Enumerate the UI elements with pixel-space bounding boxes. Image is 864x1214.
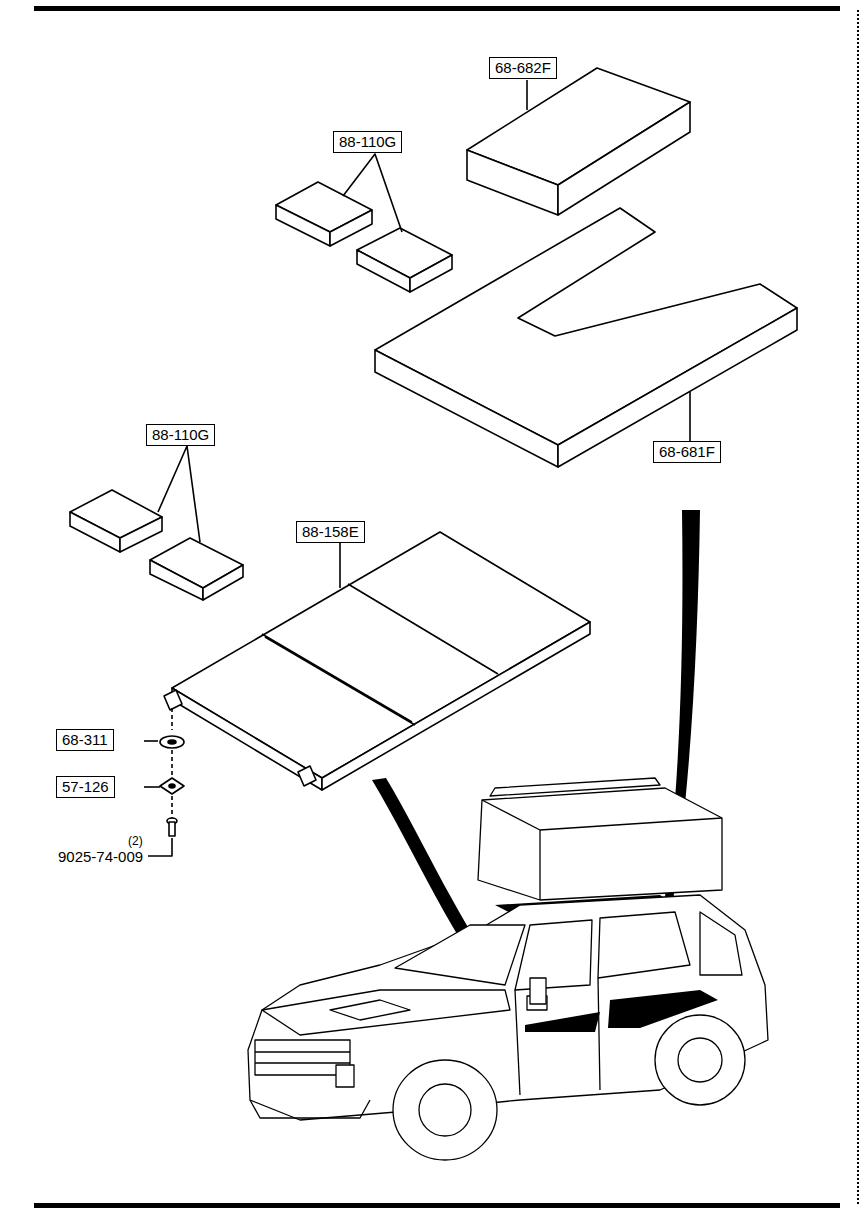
- part-number: 68-681F: [653, 441, 721, 463]
- part-number: 68-682F: [489, 57, 557, 79]
- callout-number: (2): [128, 834, 143, 848]
- part-number: 57-126: [56, 776, 115, 798]
- callout-number: 9025-74-009: [58, 848, 143, 866]
- part-number: 88-110G: [333, 131, 402, 153]
- part-number: 88-110G: [146, 424, 215, 446]
- part-number: 68-311: [56, 729, 114, 751]
- part-number: 88-158E: [296, 521, 365, 543]
